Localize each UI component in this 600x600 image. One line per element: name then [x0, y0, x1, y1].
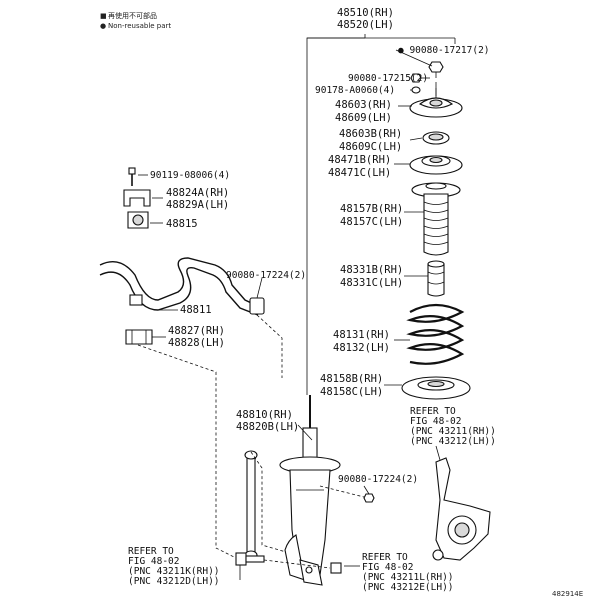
label-spring-lh: 48132(LH) — [333, 342, 390, 354]
label-link-nut-lower: 90080-17224(2) — [338, 474, 418, 485]
part-labels: 48510(RH) 48520(LH) ● 90080-17217(2) 900… — [128, 7, 583, 598]
label-refer-nut-1: REFER TO — [362, 552, 408, 563]
support-part — [409, 82, 463, 118]
bumper-part — [427, 260, 445, 297]
knuckle-nut-part — [330, 562, 342, 574]
stabilizer-link-part — [244, 450, 258, 560]
label-shock-lh: 48820B(LH) — [236, 421, 299, 433]
label-bracket-rh: 48824A(RH) — [166, 187, 229, 199]
label-link-nut-upper: 90080-17224(2) — [226, 270, 306, 281]
label-spring-rh: 48131(RH) — [333, 329, 390, 341]
label-refer-bolt-4: (PNC 43212D(LH)) — [128, 576, 220, 587]
label-refer-knuckle-4: (PNC 43212(LH)) — [410, 436, 496, 447]
label-strut-assy-rh: 48510(RH) — [337, 7, 394, 19]
label-bearing-lh: 48609C(LH) — [339, 141, 402, 153]
legend-text-1: 再使用不可部品 — [108, 11, 157, 20]
label-bumper-lh: 48331C(LH) — [340, 277, 403, 289]
label-shock-rh: 48810(RH) — [236, 409, 293, 421]
knuckle-bolt-part — [235, 552, 265, 566]
legend-text-2: Non-reusable part — [108, 22, 171, 30]
legend-mark-1: ■ — [100, 12, 107, 20]
cap-part — [410, 86, 421, 94]
shock-absorber-part — [279, 395, 341, 586]
mount-nut-part — [410, 73, 430, 83]
label-upper-seat-lh: 48471C(LH) — [328, 167, 391, 179]
label-refer-nut-4: (PNC 43212E(LH)) — [362, 582, 454, 593]
steering-knuckle-part — [432, 457, 491, 561]
label-cap: 90178-A0060(4) — [315, 85, 395, 96]
label-insulator-lh: 48158C(LH) — [320, 386, 383, 398]
label-bar-bolt: 90119-08006(4) — [150, 170, 230, 181]
label-strut-assy-lh: 48520(LH) — [337, 19, 394, 31]
legend: ■ 再使用不可部品 ● Non-reusable part — [100, 11, 171, 30]
label-refer-knuckle-3: (PNC 43211(RH)) — [410, 426, 496, 437]
label-upper-seat-rh: 48471B(RH) — [328, 154, 391, 166]
bar-clamp-part — [125, 329, 153, 345]
label-bumper-rh: 48331B(RH) — [340, 264, 403, 276]
label-bracket-lh: 48829A(LH) — [166, 199, 229, 211]
label-support-rh: 48603(RH) — [335, 99, 392, 111]
label-refer-knuckle-2: FIG 48-02 — [410, 416, 461, 427]
insulator-part — [401, 376, 471, 400]
label-boot-lh: 48157C(LH) — [340, 216, 403, 228]
label-refer-nut-3: (PNC 43211L(RH)) — [362, 572, 454, 583]
legend-mark-2: ● — [100, 22, 106, 30]
label-refer-knuckle-1: REFER TO — [410, 406, 456, 417]
label-top-nut: ● 90080-17217(2) — [398, 45, 490, 56]
dashed-connection-lines — [137, 314, 365, 569]
label-bushing: 48815 — [166, 218, 198, 230]
bearing-part — [422, 131, 450, 145]
label-refer-bolt-3: (PNC 43211K(RH)) — [128, 566, 220, 577]
strut-assembly-bracket — [306, 34, 456, 395]
top-nut-part — [428, 61, 444, 78]
leader-lines — [138, 49, 441, 580]
label-refer-bolt-2: FIG 48-02 — [128, 556, 179, 567]
label-support-lh: 48609(LH) — [335, 112, 392, 124]
shock-nut-part — [363, 493, 375, 503]
label-stabilizer-bar: 48811 — [180, 304, 212, 316]
label-clamp-rh: 48827(RH) — [168, 325, 225, 337]
label-refer-bolt-1: REFER TO — [128, 546, 174, 557]
footer-code: 482914E — [552, 590, 583, 598]
boot-part — [411, 182, 461, 256]
bar-bolt-part — [128, 167, 136, 186]
label-bearing-rh: 48603B(RH) — [339, 128, 402, 140]
label-boot-rh: 48157B(RH) — [340, 203, 403, 215]
label-clamp-lh: 48828(LH) — [168, 337, 225, 349]
bar-bracket-part — [123, 189, 151, 207]
label-mount-nut: 90080-17215(2) — [348, 73, 428, 84]
label-insulator-rh: 48158B(RH) — [320, 373, 383, 385]
upper-seat-part — [409, 155, 463, 175]
bar-bushing-part — [127, 211, 149, 229]
label-refer-nut-2: FIG 48-02 — [362, 562, 413, 573]
coil-spring-part — [406, 303, 465, 365]
